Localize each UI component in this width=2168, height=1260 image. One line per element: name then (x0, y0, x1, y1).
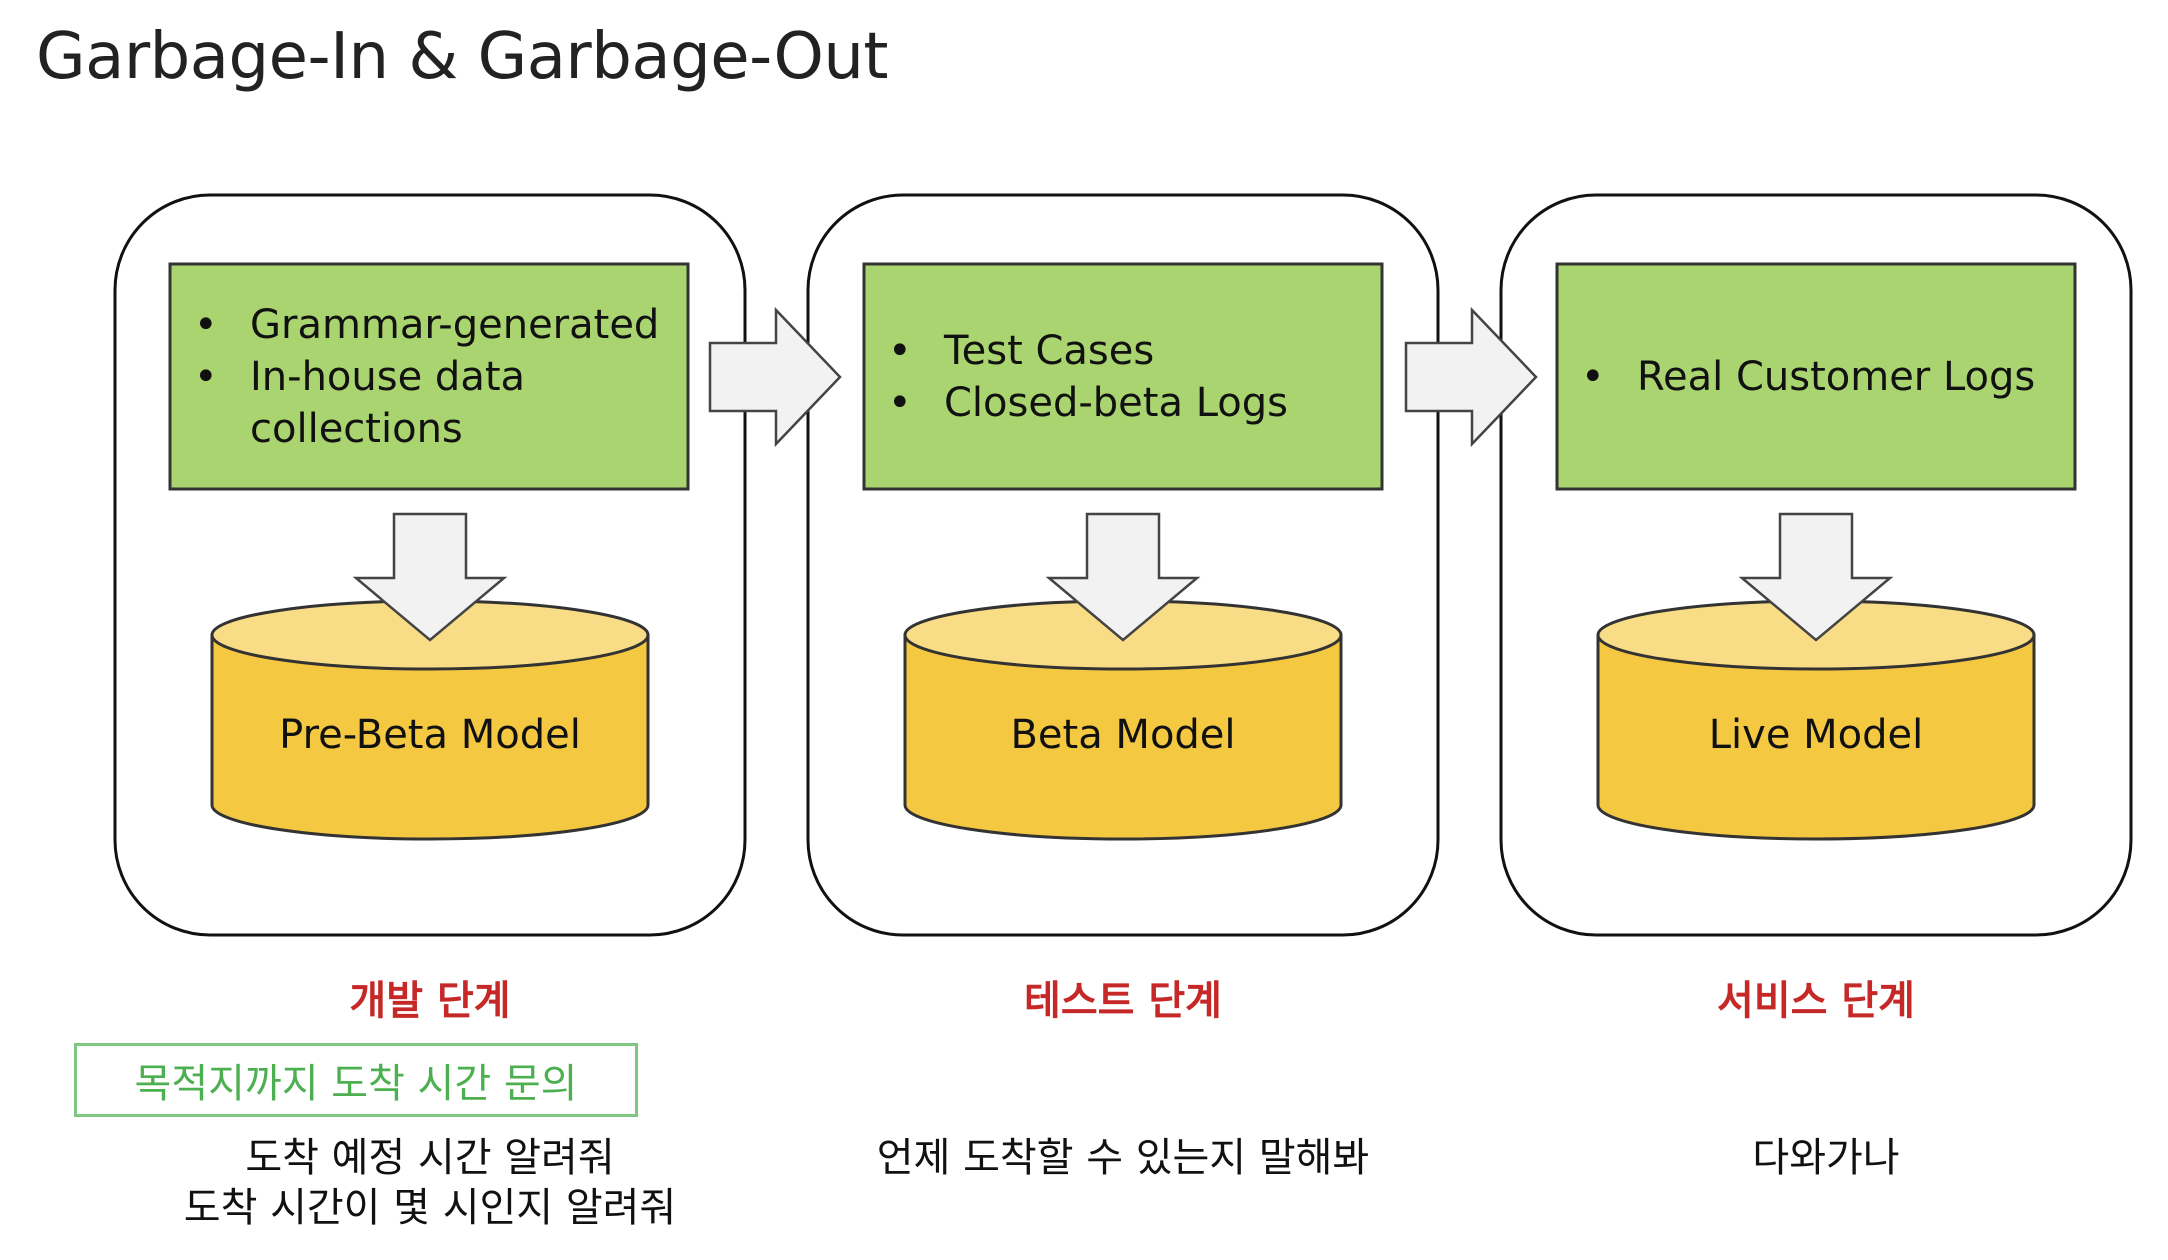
utterance: 다와가나 (1752, 1135, 1900, 1181)
down-arrow-icon (352, 512, 508, 642)
utterance: 도착 시간이 몇 시인지 알려줘 (183, 1185, 677, 1231)
stage-label-dev: 개발 단계 (349, 978, 511, 1024)
source-box-test: Test Cases Closed-beta Logs (864, 264, 1384, 489)
source-box-service: Real Customer Logs (1557, 264, 2077, 489)
utterance: 언제 도착할 수 있는지 말해봐 (876, 1135, 1370, 1181)
model-label-service: Live Model (1708, 712, 1924, 758)
utterance: 도착 예정 시간 알려줘 (245, 1135, 615, 1181)
source-item: Test Cases (864, 325, 1384, 377)
utterances-test: 언제 도착할 수 있는지 말해봐 (813, 1133, 1433, 1183)
utterances-dev: 도착 예정 시간 알려줘 도착 시간이 몇 시인지 알려줘 (120, 1133, 740, 1233)
down-arrow-icon (1738, 512, 1894, 642)
source-item: Grammar-generated (170, 299, 690, 351)
source-item: Real Customer Logs (1557, 351, 2077, 403)
stage-label-test: 테스트 단계 (1024, 978, 1222, 1024)
source-item: Closed-beta Logs (864, 377, 1384, 429)
stage-label-service: 서비스 단계 (1717, 978, 1915, 1024)
source-item: In-house data collections (170, 351, 690, 455)
model-label-test: Beta Model (1010, 712, 1236, 758)
slide-title: Garbage-In & Garbage-Out (36, 20, 888, 94)
right-arrow-icon (708, 306, 842, 448)
right-arrow-icon (1404, 306, 1538, 448)
down-arrow-icon (1045, 512, 1201, 642)
model-label-dev: Pre-Beta Model (279, 712, 581, 758)
query-box: 목적지까지 도착 시간 문의 (74, 1043, 638, 1117)
utterances-service: 다와가나 (1516, 1133, 2136, 1183)
source-box-dev: Grammar-generated In-house data collecti… (170, 264, 690, 489)
